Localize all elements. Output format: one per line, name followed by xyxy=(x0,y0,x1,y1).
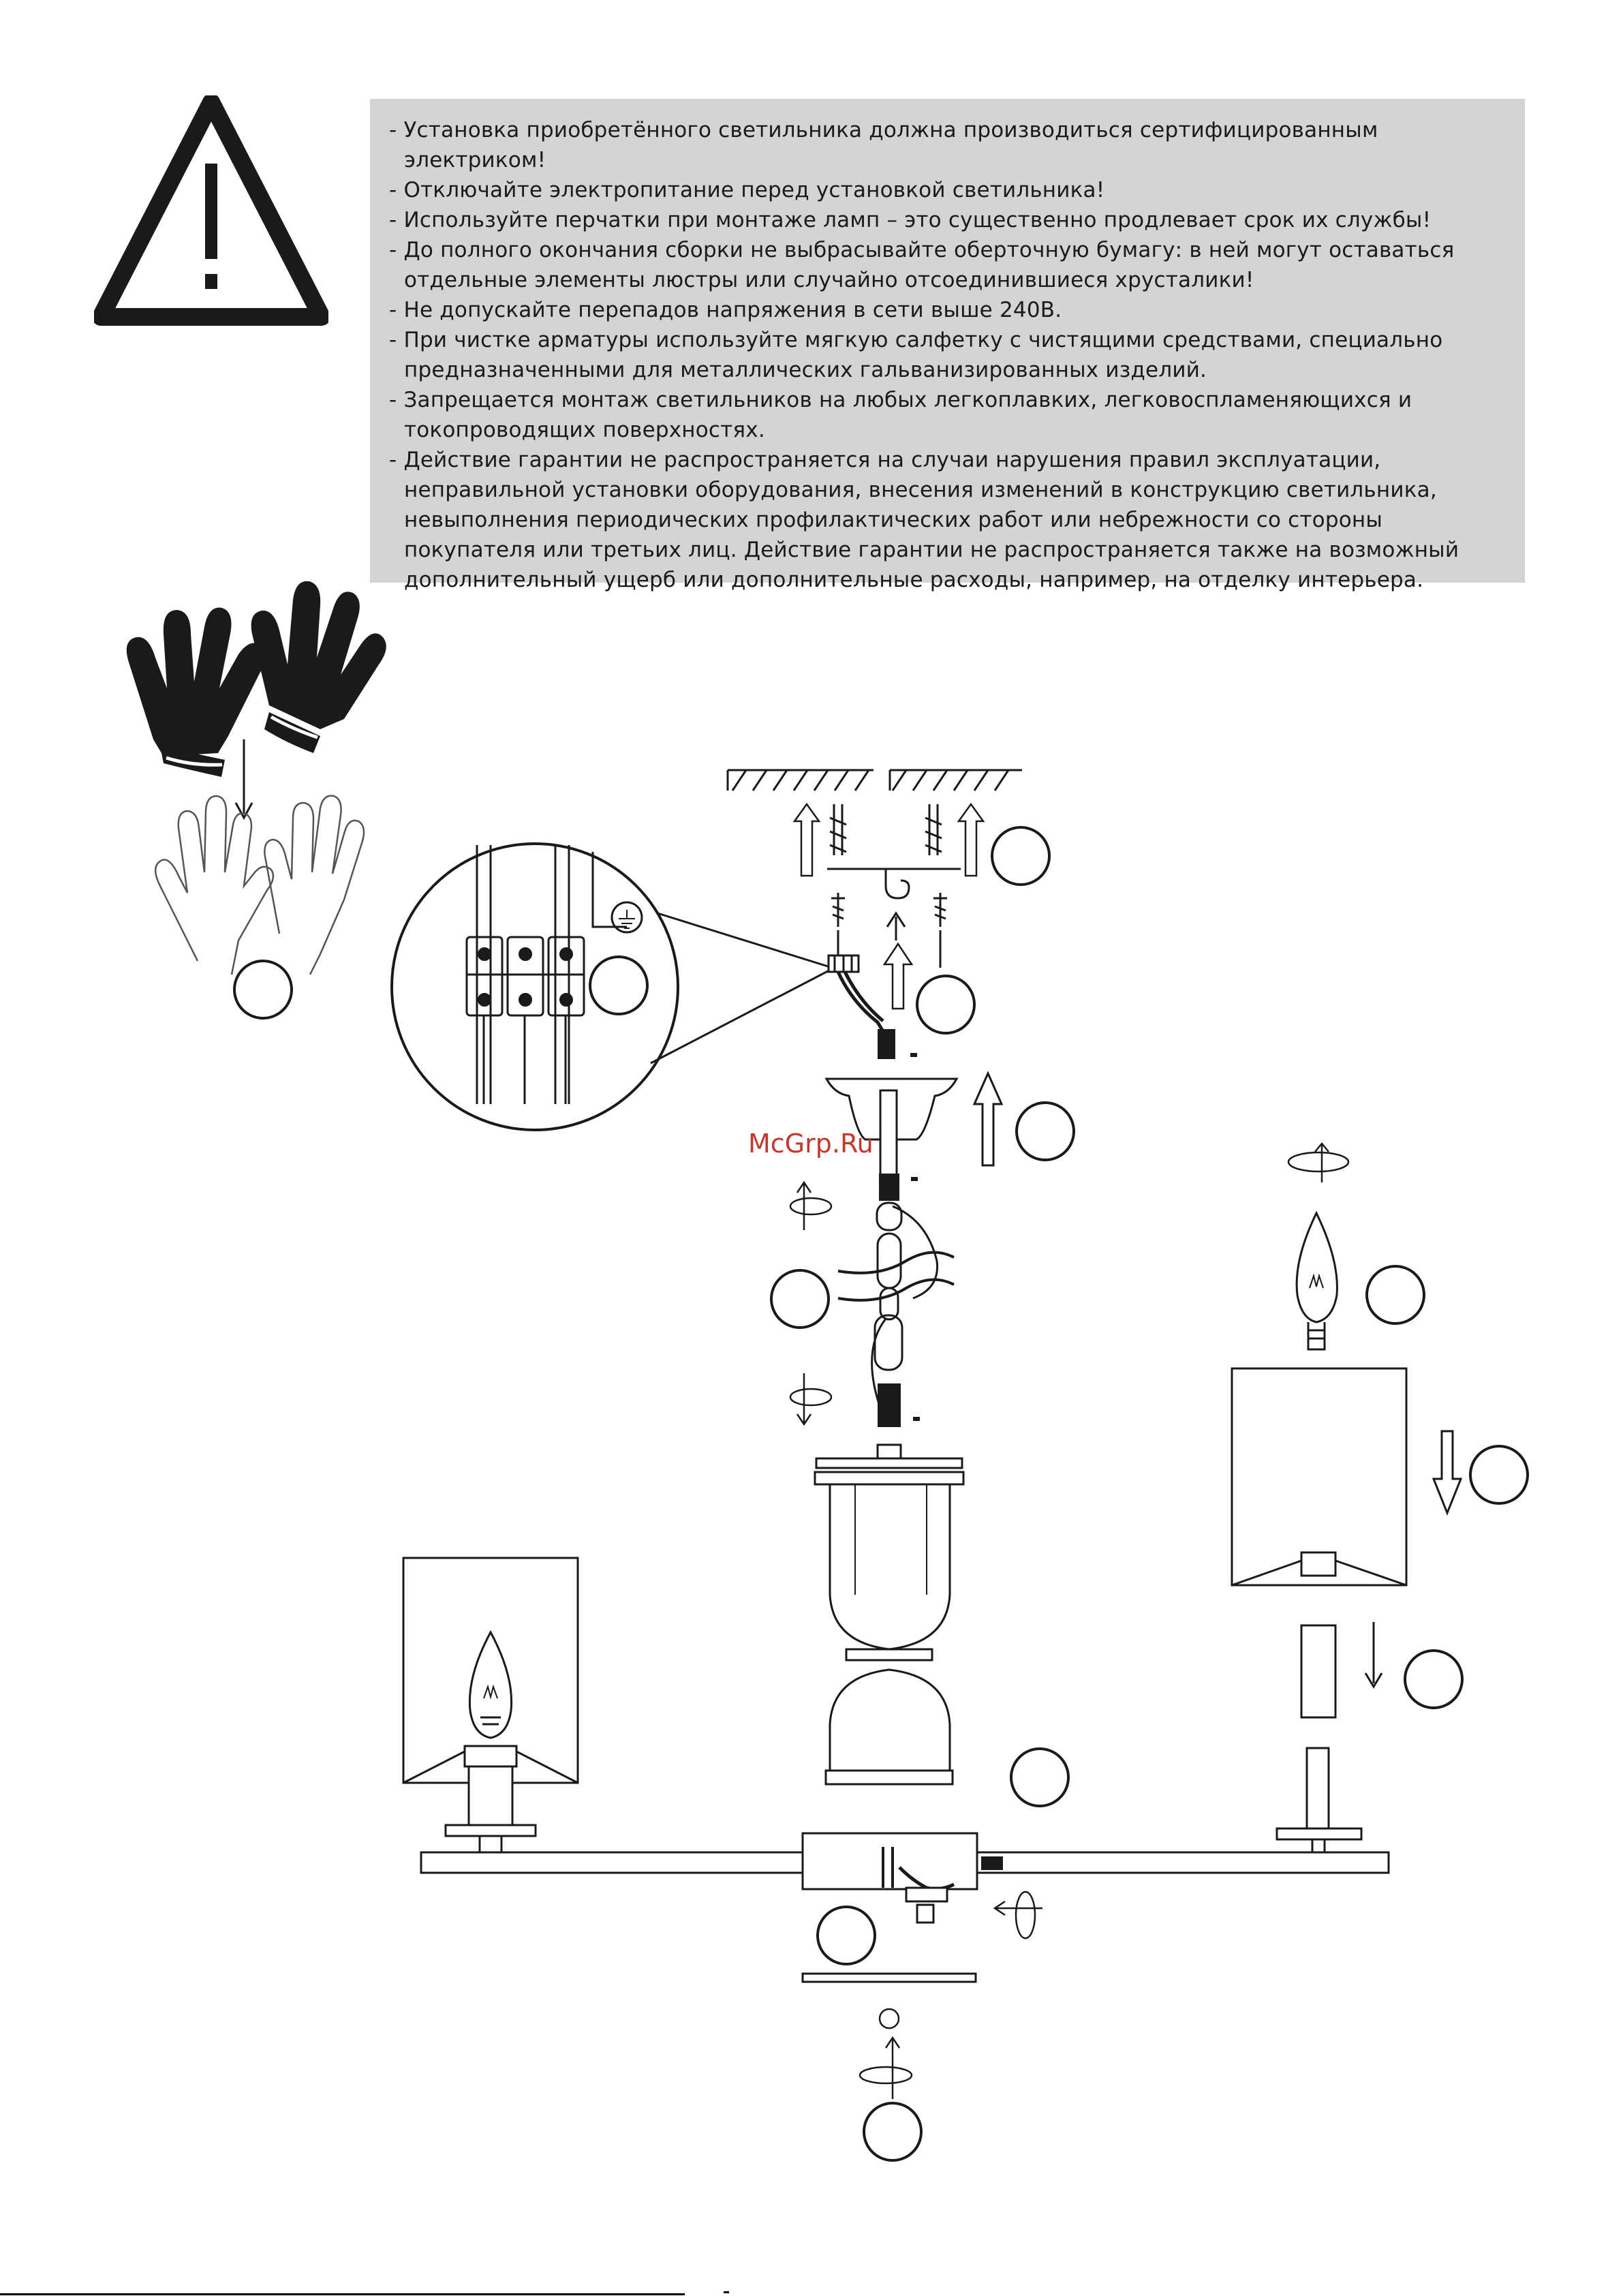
candle-sleeve xyxy=(1300,1624,1337,1719)
step-circle-shade xyxy=(1469,1445,1529,1505)
step-circle-stem xyxy=(1010,1747,1070,1807)
rotate-arrow-icon xyxy=(859,2036,913,2099)
bare-hands-icon xyxy=(155,795,365,975)
step-circle-wiring xyxy=(589,955,649,1015)
rotate-arrow-icon xyxy=(993,1891,1042,1940)
bulb-icon xyxy=(1295,1210,1338,1351)
step-circle-mount xyxy=(991,826,1051,886)
screw-icon xyxy=(829,804,942,855)
up-arrow-icon xyxy=(792,802,821,877)
warning-text-box: - Установка приобретённого светильника д… xyxy=(370,99,1525,592)
mounting-bar xyxy=(827,868,961,900)
left-candle-holder xyxy=(444,1765,537,1852)
bulb-icon xyxy=(468,1629,513,1739)
up-arrow-icon xyxy=(886,911,906,940)
warning-triangle-icon xyxy=(94,95,328,326)
step-circle-sleeve xyxy=(1404,1649,1464,1709)
ceiling-mount xyxy=(726,769,1022,791)
wire-connector xyxy=(827,954,917,1059)
chain xyxy=(837,1174,955,1427)
up-arrow-icon xyxy=(972,1071,1004,1167)
ground-symbol-icon xyxy=(610,901,643,934)
down-arrow-icon xyxy=(1432,1430,1463,1516)
warning-item: - Установка приобретённого светильника д… xyxy=(389,118,1378,172)
finial xyxy=(878,2008,900,2030)
step-circle-bulb xyxy=(1365,1265,1425,1325)
rotate-arrow-icon xyxy=(789,1180,833,1230)
rotate-arrow-icon xyxy=(789,1373,833,1426)
up-arrow-icon xyxy=(957,802,985,877)
right-lamp-shade xyxy=(1231,1367,1408,1587)
down-arrow-icon xyxy=(1364,1622,1383,1689)
hook-icon xyxy=(884,869,910,900)
step-circle-chain xyxy=(770,1269,830,1329)
canopy xyxy=(824,1077,959,1177)
step-circle-gloves xyxy=(233,960,293,1020)
warning-item: - До полного окончания сборки не выбрасы… xyxy=(389,238,1455,292)
step-circle-arm-wiring xyxy=(816,1905,876,1965)
footer-mark xyxy=(724,2291,729,2293)
left-lamp-shade xyxy=(402,1557,579,1784)
warning-item: - Используйте перчатки при монтаже ламп … xyxy=(389,208,1432,232)
gloves-icon xyxy=(126,581,386,777)
watermark: McGrp.Ru xyxy=(748,1129,874,1159)
warning-item: - Не допускайте перепадов напряжения в с… xyxy=(389,298,1062,322)
step-circle-finial xyxy=(863,2102,923,2162)
warning-item: - Запрещается монтаж светильников на люб… xyxy=(389,388,1412,442)
stem-top-plate xyxy=(815,1443,963,1469)
bottom-cover-plate xyxy=(801,1972,977,1983)
step-circle-connect xyxy=(916,975,976,1035)
step-circle-canopy xyxy=(1015,1101,1075,1161)
glass-column xyxy=(814,1471,965,1786)
warning-item: - Отключайте электропитание перед устано… xyxy=(389,178,1105,202)
terminal-block-zoom xyxy=(390,842,829,1131)
right-candle-holder xyxy=(1276,1747,1363,1852)
warning-item: - При чистке арматуры используйте мягкую… xyxy=(389,328,1443,382)
up-arrow-icon xyxy=(882,942,914,1010)
down-arrow-icon xyxy=(234,739,253,821)
footer-rule xyxy=(0,2293,685,2295)
chandelier-arms xyxy=(420,1832,1390,1924)
rotate-arrow-icon xyxy=(1287,1142,1350,1182)
warning-item: - Действие гарантии не распространяется … xyxy=(389,448,1459,592)
